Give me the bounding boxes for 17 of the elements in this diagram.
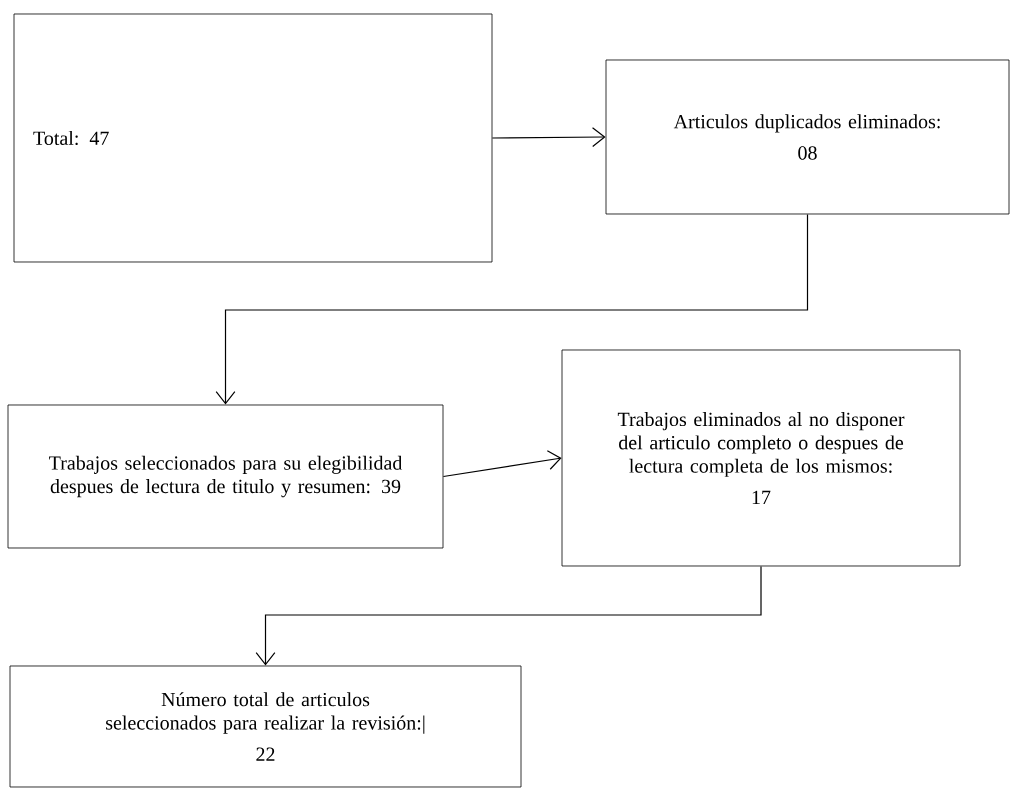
process-box — [13, 13, 493, 263]
node-label: Trabajos seleccionados para su elegibilidad despues de lectura de titulo y resumen: 39 — [49, 455, 403, 498]
arrow — [255, 565, 762, 666]
node-label: 17 — [752, 490, 771, 504]
arrow — [215, 213, 809, 405]
node-label: Articulos duplicados eliminados: — [673, 114, 940, 133]
process-box — [7, 404, 444, 549]
node-label: 08 — [798, 146, 817, 160]
arrow — [442, 450, 562, 478]
process-box — [561, 349, 961, 567]
node-label: Total: 47 — [33, 130, 109, 146]
node-label: Trabajos eliminados al no disponer del articulo completo o despues de lectura completa de los mismos: — [617, 412, 905, 477]
process-box — [605, 59, 1010, 215]
node-label: Número total de articulos seleccionados para realizar la revisión:| — [106, 692, 425, 734]
node-label: 22 — [256, 747, 275, 761]
process-box — [9, 665, 522, 788]
arrow — [491, 127, 606, 148]
